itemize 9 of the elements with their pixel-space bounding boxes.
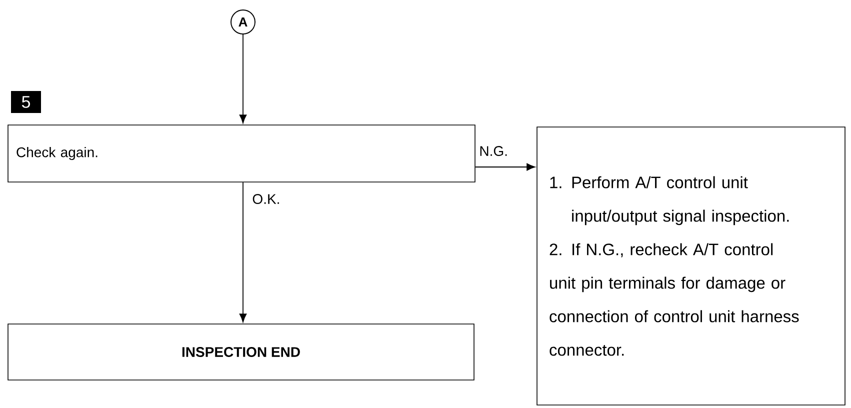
end-box: INSPECTION END xyxy=(8,324,474,380)
action-box: 1. Perform A/T control unit input/output signal inspection. 2. If N.G., recheck A/T control unit pin terminals for damage or connection of control unit harness connector. xyxy=(536,126,846,406)
arrow xyxy=(239,34,247,124)
edge-label: N.G. xyxy=(480,146,507,156)
edge-label: O.K. xyxy=(252,194,279,204)
process-box: Check again. xyxy=(8,124,476,182)
arrow xyxy=(474,163,536,171)
step-number: 5 xyxy=(11,91,41,113)
arrow xyxy=(239,182,247,322)
